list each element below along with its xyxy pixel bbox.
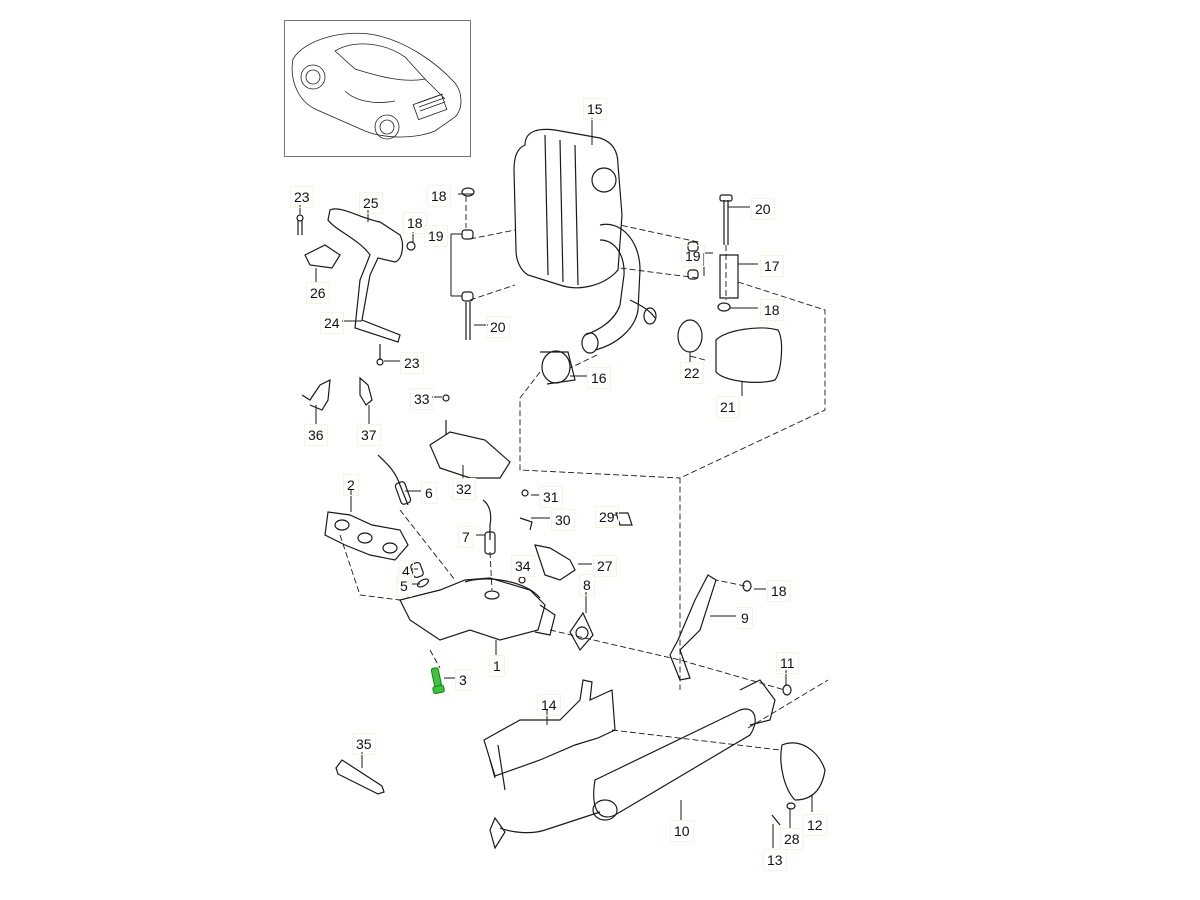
car-outline-icon (291, 32, 462, 140)
rear-muffler-part (513, 128, 623, 289)
callout-16[interactable]: 16 (587, 367, 611, 389)
callout-4[interactable]: 4 (398, 560, 414, 582)
callout-35[interactable]: 35 (352, 733, 376, 755)
callout-12[interactable]: 12 (803, 814, 827, 836)
callout-32[interactable]: 32 (452, 478, 476, 500)
callout-31[interactable]: 31 (539, 486, 563, 508)
callout-23[interactable]: 23 (290, 186, 314, 208)
callout-23[interactable]: 23 (400, 352, 424, 374)
callout-1[interactable]: 1 (489, 655, 505, 677)
callout-9[interactable]: 9 (737, 607, 753, 629)
callout-20[interactable]: 20 (751, 198, 775, 220)
callout-11[interactable]: 11 (776, 652, 799, 674)
callout-24[interactable]: 24 (320, 312, 344, 334)
callout-7[interactable]: 7 (458, 526, 474, 548)
callout-2[interactable]: 2 (343, 474, 359, 496)
callout-5[interactable]: 5 (396, 575, 412, 597)
callout-30[interactable]: 30 (551, 509, 575, 531)
vehicle-locator-thumbnail (284, 20, 471, 157)
callout-15[interactable]: 15 (583, 98, 607, 120)
callout-18[interactable]: 18 (767, 580, 791, 602)
callout-6[interactable]: 6 (421, 482, 437, 504)
callout-20[interactable]: 20 (486, 316, 510, 338)
callout-27[interactable]: 27 (593, 555, 617, 577)
callout-3-selected[interactable]: 3 (455, 669, 471, 691)
callout-19[interactable]: 19 (681, 245, 705, 267)
callout-19[interactable]: 19 (424, 225, 448, 247)
callout-13[interactable]: 13 (763, 849, 787, 871)
callout-18[interactable]: 18 (760, 299, 784, 321)
callout-17[interactable]: 17 (760, 255, 784, 277)
callout-33[interactable]: 33 (410, 388, 434, 410)
callout-8[interactable]: 8 (579, 574, 595, 596)
callout-25[interactable]: 25 (359, 192, 383, 214)
callout-37[interactable]: 37 (357, 424, 381, 446)
callout-29[interactable]: 29 (595, 506, 619, 528)
callout-18[interactable]: 18 (427, 185, 451, 207)
callout-28[interactable]: 28 (780, 828, 804, 850)
callout-21[interactable]: 21 (716, 396, 740, 418)
highlighted-bolt-part (430, 667, 445, 695)
callout-22[interactable]: 22 (680, 362, 704, 384)
callout-34[interactable]: 34 (511, 555, 535, 577)
callout-36[interactable]: 36 (304, 424, 328, 446)
callout-18[interactable]: 18 (403, 212, 427, 234)
callout-10[interactable]: 10 (670, 820, 694, 842)
callout-14[interactable]: 14 (537, 694, 561, 716)
callout-26[interactable]: 26 (306, 282, 330, 304)
